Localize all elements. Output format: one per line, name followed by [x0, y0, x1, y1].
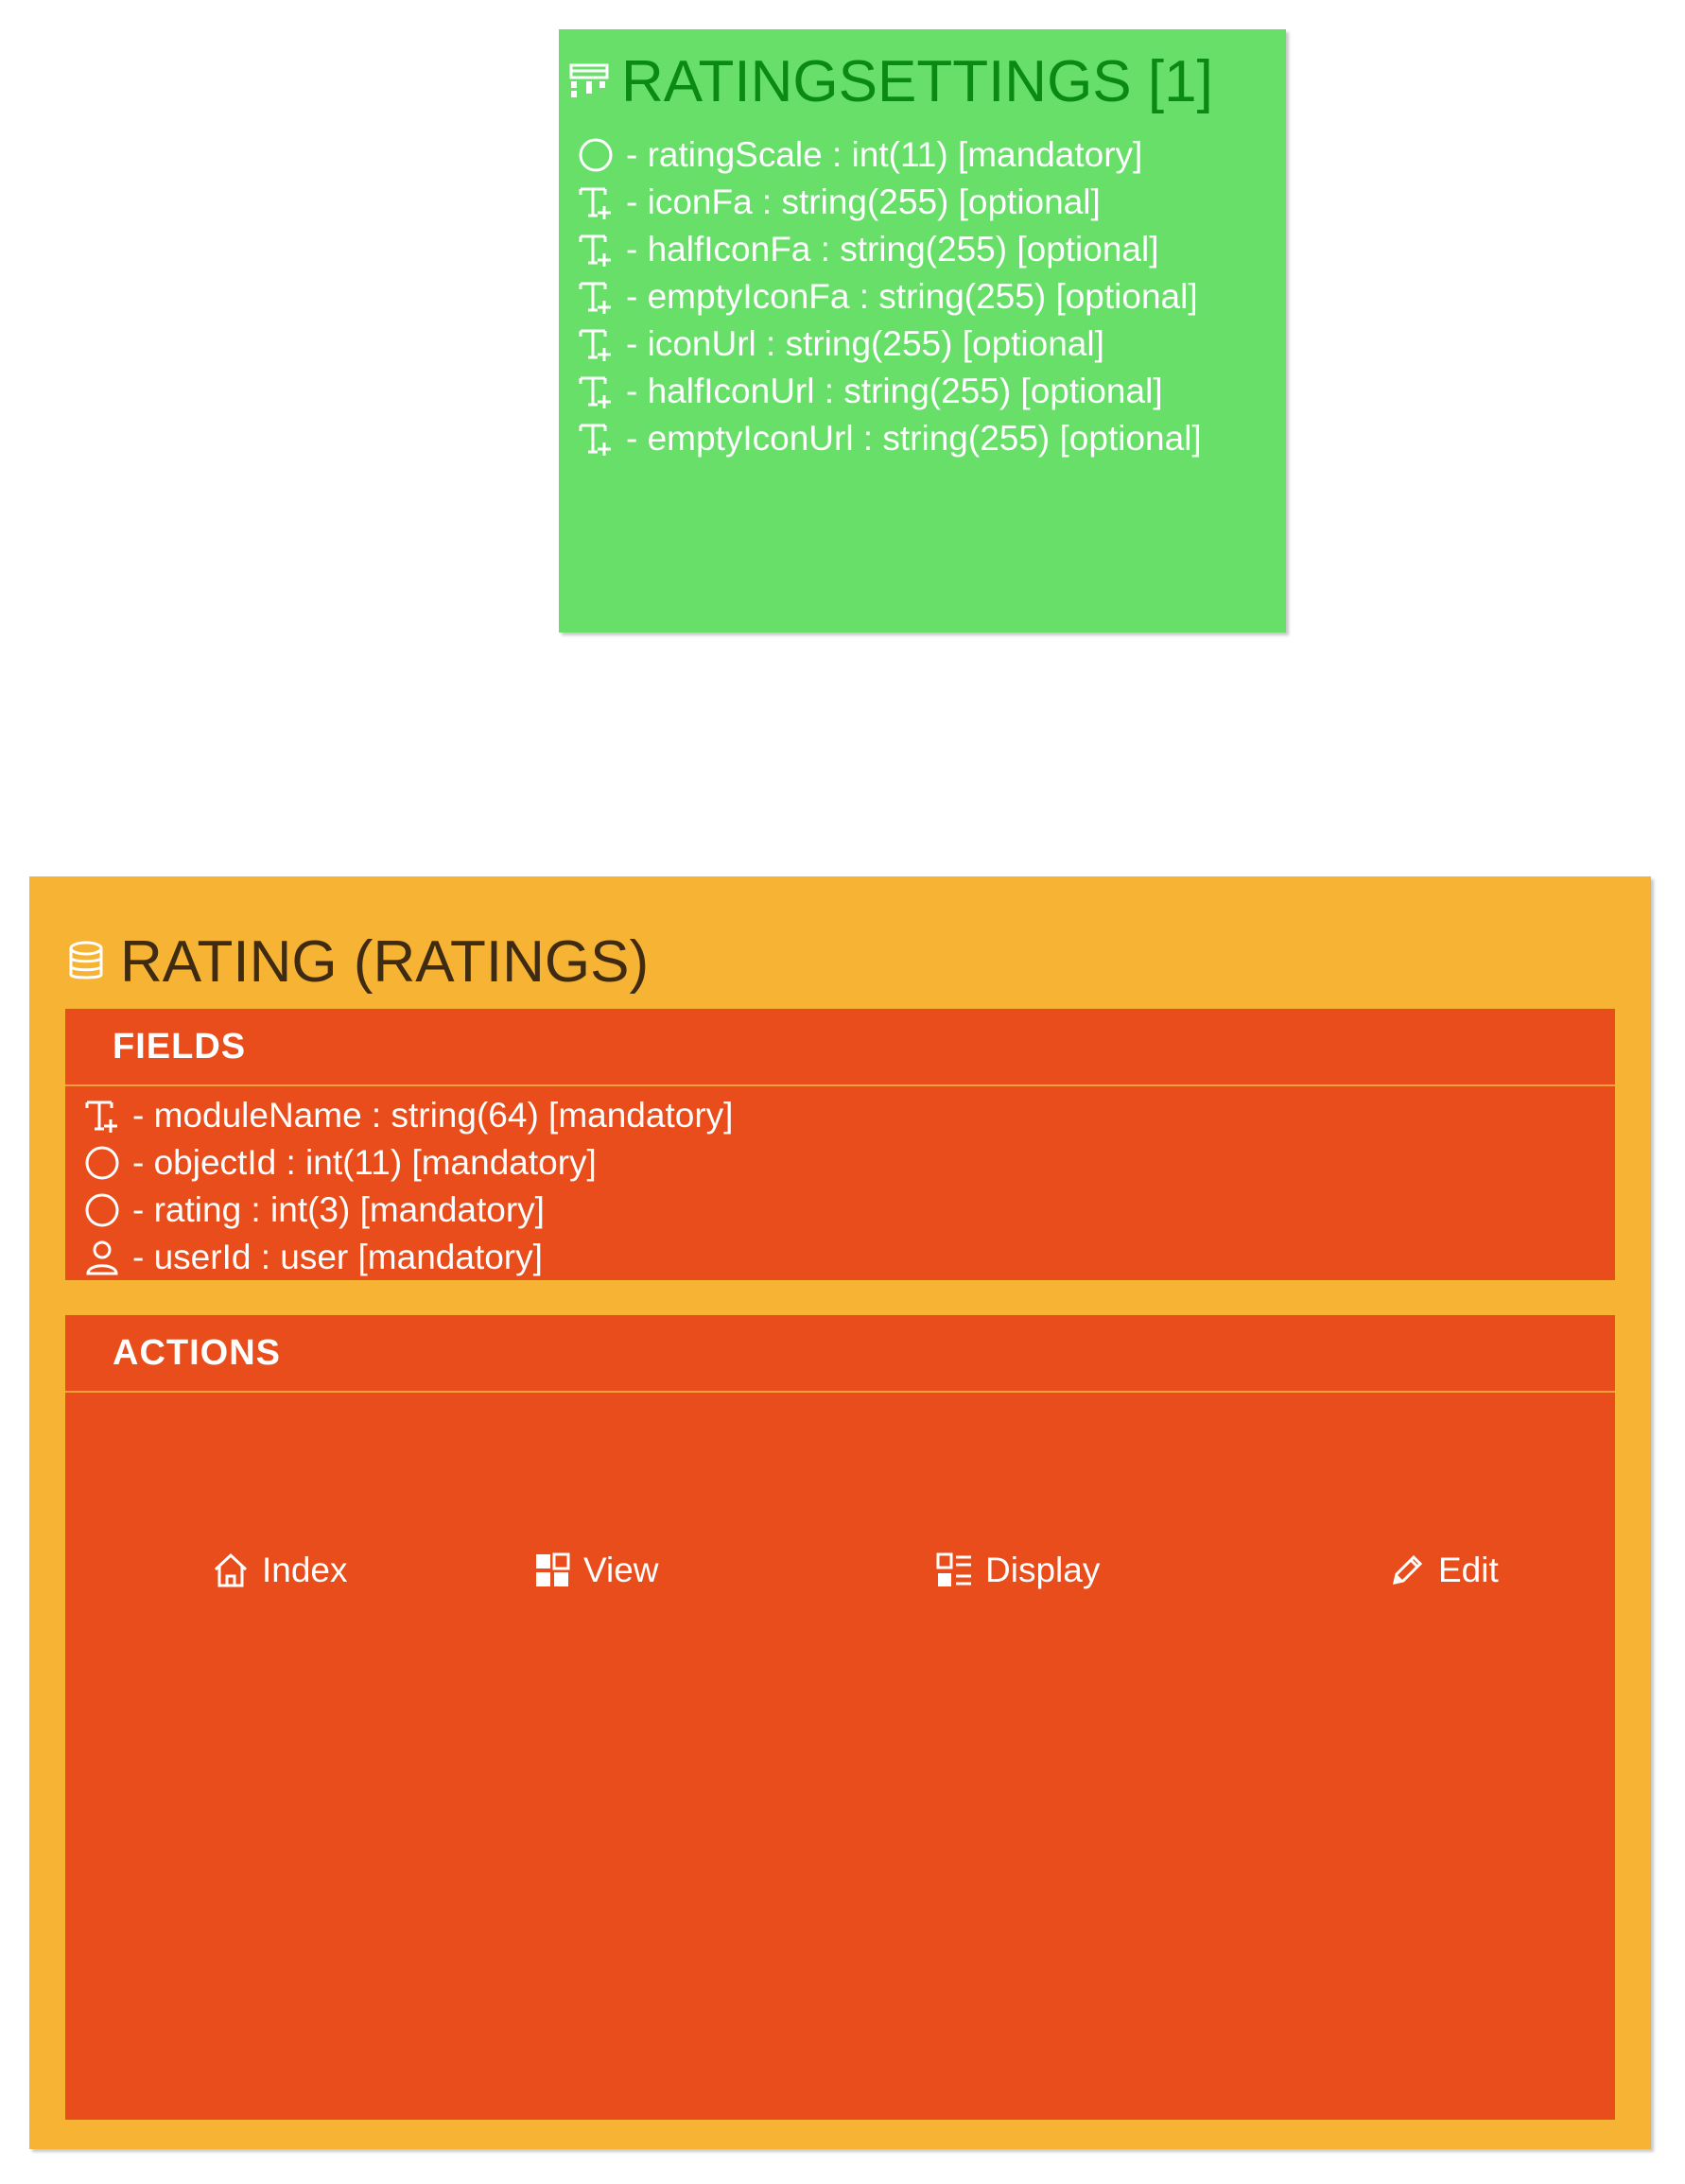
field-row: - moduleName : string(64) [mandatory] — [83, 1092, 1615, 1139]
field-label: - rating : int(3) [mandatory] — [132, 1190, 545, 1229]
integer-circle-icon — [85, 1193, 119, 1227]
field-label: - objectId : int(11) [mandatory] — [132, 1143, 597, 1182]
field-row: - emptyIconUrl : string(255) [optional] — [577, 415, 1202, 462]
field-label: - ratingScale : int(11) [mandatory] — [626, 135, 1143, 174]
action-edit[interactable]: Edit — [1387, 1547, 1499, 1594]
ratingsettings-entity-box[interactable]: RATINGSETTINGS [1] - ratingScale : int(1… — [559, 29, 1286, 633]
fields-header: FIELDS — [65, 1009, 1615, 1086]
action-view-label: View — [583, 1551, 659, 1589]
text-type-icon — [85, 1101, 117, 1133]
settings-table-icon — [569, 63, 609, 97]
text-type-icon — [579, 234, 611, 267]
rating-title-text: RATING (RATINGS) — [120, 928, 650, 995]
field-row: - rating : int(3) [mandatory] — [83, 1187, 1615, 1234]
user-icon — [86, 1240, 118, 1275]
field-label: - halfIconUrl : string(255) [optional] — [626, 372, 1163, 410]
home-icon — [214, 1552, 248, 1587]
action-index-label: Index — [262, 1551, 348, 1589]
grid-icon — [536, 1552, 570, 1586]
field-label: - moduleName : string(64) [mandatory] — [132, 1096, 734, 1135]
ratingsettings-title-text: RATINGSETTINGS [1] — [621, 48, 1213, 114]
rating-title: RATING (RATINGS) — [67, 924, 649, 999]
field-label: - iconFa : string(255) [optional] — [626, 182, 1101, 221]
database-icon — [69, 941, 103, 979]
field-row: - halfIconUrl : string(255) [optional] — [577, 368, 1202, 415]
field-label: - halfIconFa : string(255) [optional] — [626, 230, 1159, 269]
field-row: - iconUrl : string(255) [optional] — [577, 321, 1202, 368]
ratingsettings-title: RATINGSETTINGS [1] — [568, 48, 1213, 114]
field-label: - userId : user [mandatory] — [132, 1238, 543, 1276]
field-label: - emptyIconFa : string(255) [optional] — [626, 277, 1198, 316]
field-label: - emptyIconUrl : string(255) [optional] — [626, 419, 1202, 458]
text-type-icon — [579, 187, 611, 219]
actions-section: ACTIONS Index View — [65, 1315, 1615, 2120]
integer-circle-icon — [85, 1146, 119, 1180]
field-row: - objectId : int(11) [mandatory] — [83, 1139, 1615, 1187]
fields-section: FIELDS - moduleName : string(64) [mandat… — [65, 1009, 1615, 1280]
field-row: - userId : user [mandatory] — [83, 1234, 1615, 1281]
actions-row: Index View — [65, 1504, 1615, 1637]
rating-field-list: - moduleName : string(64) [mandatory] - … — [65, 1086, 1615, 1281]
ratingsettings-field-list: - ratingScale : int(11) [mandatory] - ic… — [577, 131, 1202, 462]
field-row: - ratingScale : int(11) [mandatory] — [577, 131, 1202, 179]
field-row: - iconFa : string(255) [optional] — [577, 179, 1202, 226]
action-display[interactable]: Display — [934, 1547, 1100, 1594]
field-row: - emptyIconFa : string(255) [optional] — [577, 273, 1202, 321]
actions-header: ACTIONS — [65, 1315, 1615, 1393]
text-type-icon — [579, 424, 611, 456]
integer-circle-icon — [579, 138, 613, 172]
field-row: - halfIconFa : string(255) [optional] — [577, 226, 1202, 273]
text-type-icon — [579, 376, 611, 408]
text-type-icon — [579, 282, 611, 314]
field-label: - iconUrl : string(255) [optional] — [626, 324, 1104, 363]
rating-entity-box[interactable]: RATING (RATINGS) FIELDS - moduleName : s… — [29, 876, 1651, 2149]
pencil-icon — [1393, 1554, 1423, 1585]
action-view[interactable]: View — [532, 1547, 659, 1594]
text-type-icon — [579, 329, 611, 361]
action-index[interactable]: Index — [211, 1547, 348, 1594]
action-display-label: Display — [985, 1551, 1101, 1589]
action-edit-label: Edit — [1438, 1551, 1499, 1589]
list-icon — [936, 1552, 971, 1586]
